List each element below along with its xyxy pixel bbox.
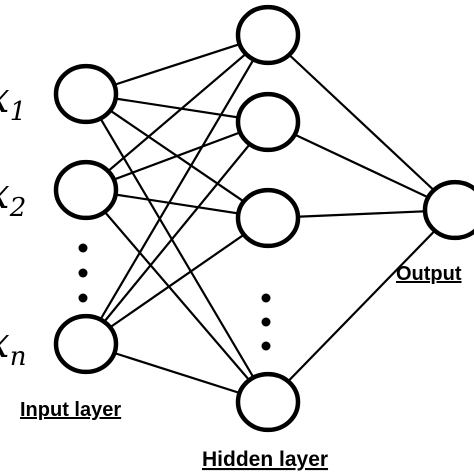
hidden-node-2	[235, 91, 301, 153]
edge-input-1-hidden-4	[85, 93, 269, 403]
edge-input-3-hidden-2	[85, 121, 269, 345]
edge-hidden-1-output	[267, 34, 456, 211]
input-ellipsis-dot-2	[78, 268, 88, 278]
input-layer-label: Input layer	[20, 399, 121, 421]
hidden-layer-label: Hidden layer	[202, 448, 328, 471]
hidden-node-3	[235, 187, 301, 249]
input-symbol-2: x2	[0, 169, 26, 223]
edge-input-3-hidden-1	[85, 34, 269, 345]
ellipsis-dots	[78, 243, 271, 351]
hidden-ellipsis-dot-1	[261, 293, 271, 303]
edge-input-2-hidden-1	[85, 34, 269, 191]
input-node-n	[53, 313, 119, 375]
edge-hidden-2-output	[267, 121, 456, 211]
hidden-node-last	[235, 371, 301, 433]
output-node	[422, 179, 474, 241]
output-layer-label: Output	[396, 263, 462, 285]
input-node-1	[53, 63, 119, 125]
input-symbol-1: x1	[0, 73, 26, 127]
input-ellipsis-dot-3	[78, 293, 88, 303]
hidden-node-1	[235, 4, 301, 66]
edge-input-2-hidden-2	[85, 120, 269, 192]
hidden-ellipsis-dot-3	[261, 341, 271, 351]
input-ellipsis-dot-1	[78, 243, 88, 253]
input-symbol-n: xn	[0, 318, 26, 372]
edge-hidden-4-output	[267, 209, 456, 403]
hidden-ellipsis-dot-2	[261, 317, 271, 327]
input-node-2	[53, 159, 119, 221]
nodes	[53, 4, 474, 433]
edge-input-3-hidden-3	[85, 217, 269, 345]
edge-input-2-hidden-4	[85, 189, 269, 403]
